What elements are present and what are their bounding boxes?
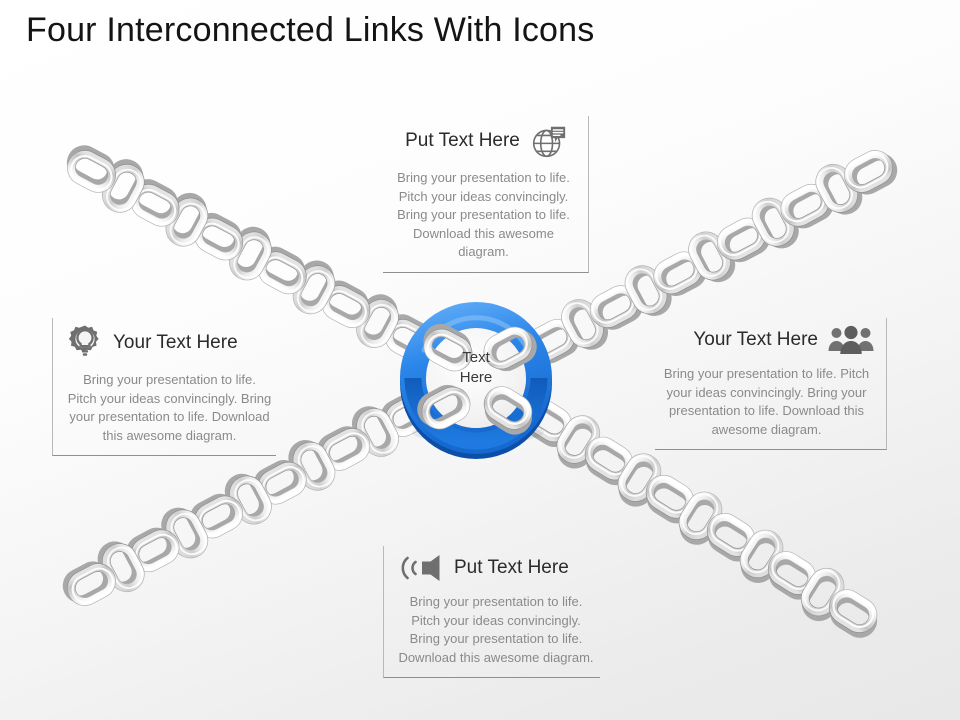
lightbulb-gear-icon [68,325,99,356]
panel-left[interactable]: Your Text Here Bring your presentation t… [52,318,276,456]
panel-left-header: Your Text Here [67,324,272,362]
panel-right-title: Your Text Here [693,329,818,350]
panel-right-body: Bring your presentation to life. Pitch y… [663,366,870,437]
people-group-icon [828,325,874,354]
megaphone-icon [401,555,440,581]
panel-right-header: Your Text Here [659,324,874,356]
panel-left-body: Bring your presentation to life. Pitch y… [67,372,272,443]
panel-top[interactable]: Put Text Here Bring your presentation to… [383,116,589,273]
panel-right[interactable]: Your Text Here Bring your presentation t… [655,318,887,450]
panel-bottom-title: Put Text Here [454,557,569,578]
panel-left-title: Your Text Here [113,332,238,353]
panel-top-title: Put Text Here [405,130,520,151]
globe-chat-icon [532,126,566,158]
panel-top-header: Put Text Here [389,122,578,160]
center-hub-ring [400,302,552,459]
panel-bottom-body: Bring your presentation to life. Pitch y… [398,594,594,665]
page-title: Four Interconnected Links With Icons [26,11,595,49]
panel-bottom[interactable]: Put Text Here Bring your presentation to… [383,546,600,678]
panel-top-body: Bring your presentation to life. Pitch y… [397,170,570,259]
panel-bottom-header: Put Text Here [398,552,594,584]
